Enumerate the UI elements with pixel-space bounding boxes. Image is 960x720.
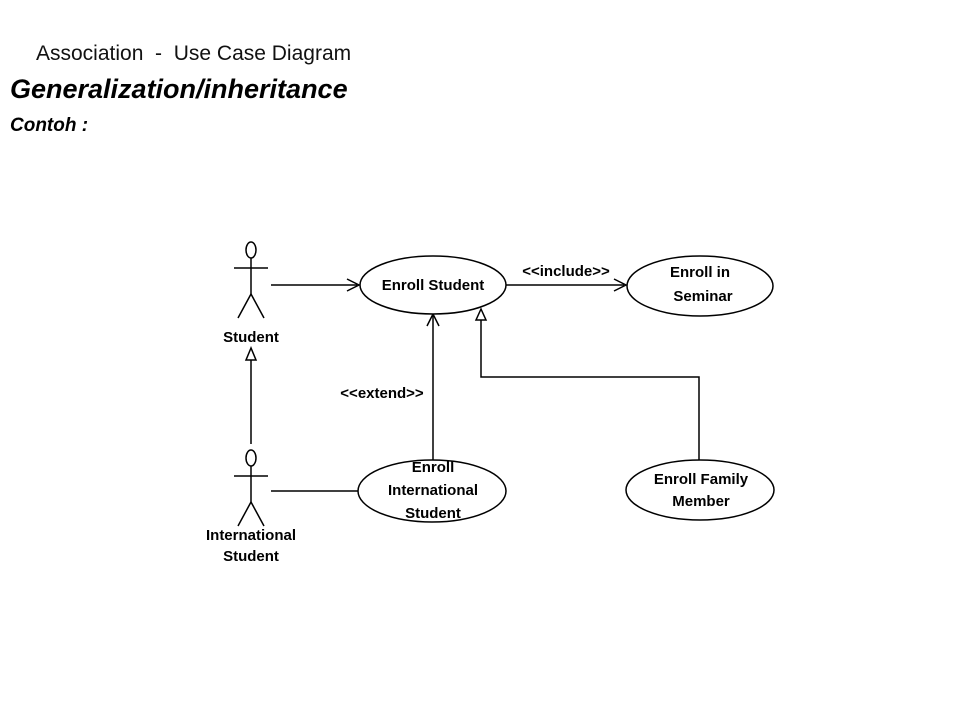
actor-student-right-leg (250, 293, 265, 319)
slide-heading: Generalization/inheritance (10, 74, 348, 104)
association-student-enroll (271, 278, 361, 292)
extend-relation: <<extend>> (340, 312, 440, 460)
usecase-enroll-international-student-ellipse (357, 459, 507, 523)
actor-student: Student (223, 241, 279, 346)
usecase-enroll-in-seminar: Enroll in Seminar (626, 255, 774, 317)
actor-international-student-head (245, 449, 257, 467)
usecase-enroll-family-member-ellipse (625, 459, 775, 521)
usecase-enroll-student-label: Enroll Student (382, 277, 485, 294)
actor-international-student: International Student (206, 449, 296, 565)
usecase-enroll-international-student-label-line3: Student (405, 505, 461, 522)
usecase-enroll-international-student-label-line1: Enroll (412, 459, 455, 476)
usecase-enroll-international-student: Enroll International Student (357, 459, 507, 523)
usecase-enroll-in-seminar-label-line2: Seminar (673, 288, 732, 305)
usecase-enroll-student: Enroll Student (359, 255, 507, 315)
include-relation: <<include>> (506, 263, 628, 292)
actor-student-label: Student (223, 329, 279, 346)
actor-international-student-label-line2: Student (223, 548, 279, 565)
usecase-enroll-in-seminar-label-line1: Enroll in (670, 264, 730, 281)
usecase-enroll-international-student-label-line2: International (388, 482, 478, 499)
include-arrowhead (613, 278, 628, 292)
actor-student-head (245, 241, 257, 259)
generalization-actor (244, 346, 258, 444)
slide-title: Association - Use Case Diagram (36, 42, 352, 65)
actor-international-student-left-leg (237, 501, 252, 527)
usecase-enroll-in-seminar-ellipse (626, 255, 774, 317)
usecase-enroll-family-member: Enroll Family Member (625, 459, 775, 521)
actor-international-student-label-line1: International (206, 527, 296, 544)
usecase-enroll-family-member-label-line2: Member (672, 493, 730, 510)
extend-label: <<extend>> (340, 385, 424, 402)
include-label: <<include>> (522, 263, 610, 280)
generalization-usecase-arrowhead (474, 307, 488, 321)
actor-international-student-right-leg (250, 501, 265, 527)
association-student-enroll-arrowhead (346, 278, 361, 292)
slide-subheading: Contoh : (10, 115, 89, 136)
usecase-enroll-family-member-label-line1: Enroll Family (654, 471, 749, 488)
generalization-usecase (474, 307, 700, 460)
generalization-actor-arrowhead (244, 346, 258, 361)
generalization-usecase-line (480, 320, 700, 460)
usecase-enroll-student-ellipse (359, 255, 507, 315)
actor-student-left-leg (237, 293, 252, 319)
